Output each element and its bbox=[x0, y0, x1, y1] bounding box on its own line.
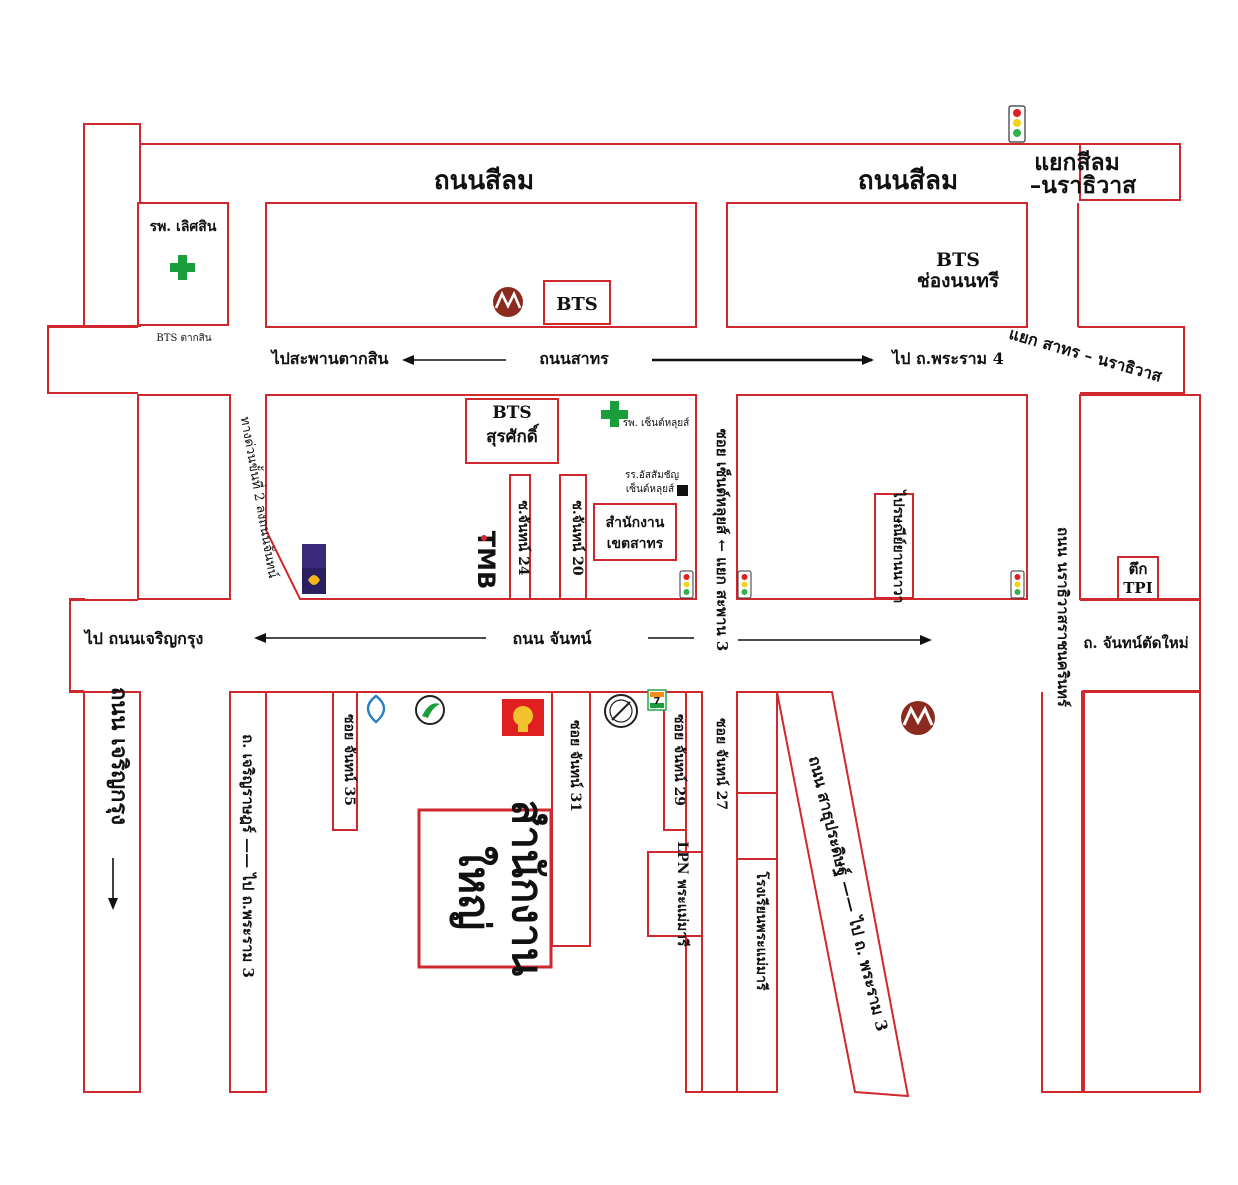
block-surasak bbox=[265, 394, 697, 600]
bts-box bbox=[543, 280, 611, 325]
bts-surasak-label-2: สุรศักดิ์ bbox=[486, 423, 540, 447]
hospital-saint-louis-label: รพ. เซ็นต์หลุยส์ bbox=[623, 415, 690, 429]
block-top-left-strip bbox=[83, 123, 141, 327]
bts-taksin-label: BTS ตากสิน bbox=[156, 333, 211, 344]
district-office-box bbox=[593, 503, 677, 561]
head-office-marker: สำนักงาน ใหญ่ bbox=[449, 800, 552, 976]
naradhiwas-road-label: ถนน นราธิวาสราชนครินทร์ bbox=[1054, 527, 1072, 708]
school-mater-dei-label: โรงเรียนพระแม่มารี bbox=[753, 870, 771, 991]
sathorn-road-mask bbox=[48, 327, 1184, 393]
traffic-light-icon bbox=[737, 570, 752, 599]
school-marker-icon bbox=[677, 485, 688, 496]
hospital-saint-louis-cross-icon bbox=[601, 401, 628, 427]
head-office-label-1: สำนักงาน bbox=[503, 800, 552, 976]
lpn-label: LPN พระแม่มารี bbox=[674, 841, 690, 947]
silom-junction-label-2: –นราธิวาส bbox=[1030, 172, 1137, 199]
bts-surasak-box bbox=[465, 398, 559, 464]
soi-saint-louis-label: ซอย เซ็นต์หลุยส์ ← แยก สะพาน 3 bbox=[712, 429, 732, 652]
soi-chan20-label: ซ.จันทน์ 20 bbox=[569, 500, 586, 576]
kasikorn-bank-logo-icon bbox=[415, 695, 445, 725]
school-assumption-label-2: เซ็นต์หลุยส์ bbox=[626, 481, 674, 495]
chan-new-road-label: ถ. จันทน์ตัดใหม่ bbox=[1083, 634, 1188, 652]
post-office-box bbox=[874, 493, 914, 599]
traffic-light-icon bbox=[1008, 105, 1026, 143]
hospital-lertsin-label: รพ. เลิศสิน bbox=[150, 219, 217, 235]
bangkok-bank-logo-icon bbox=[366, 694, 386, 724]
chan29-box bbox=[663, 691, 687, 831]
head-office-box bbox=[417, 808, 553, 969]
bts-logo-icon bbox=[901, 701, 935, 735]
soi-chan27-label: ซอย จันทน์ 27 bbox=[713, 718, 730, 810]
block-sathupradit-wedge bbox=[775, 691, 910, 1098]
block-silom-right bbox=[726, 202, 1028, 328]
government-emblem-icon bbox=[502, 699, 544, 736]
district-office-label-1: สำนักงาน bbox=[606, 515, 665, 531]
svg-text:7: 7 bbox=[654, 696, 661, 707]
tpi-label-2: TPI bbox=[1123, 579, 1152, 597]
charoenrat-road-label: ถ. เจริญราษฎร์ —— ไป ถ.พระราม 3 bbox=[239, 734, 258, 978]
silom-road-label-right: ถนนสีลม bbox=[858, 166, 958, 196]
bts-chongnonsi-label-1: BTS bbox=[936, 249, 980, 271]
school-assumption-label-1: รร.อัสสัมชัญ bbox=[625, 470, 679, 481]
bts-logo-icon bbox=[493, 287, 523, 317]
to-rama4-label: ไป ถ.พระราม 4 bbox=[890, 349, 1004, 368]
silom-junction-label-1: แยกสีลม bbox=[1034, 149, 1120, 176]
charoenkrung-road-label: ถนน เจริญกรุง bbox=[105, 687, 132, 825]
chan35-box bbox=[332, 691, 358, 831]
silom-road-label-left: ถนนสีลม bbox=[434, 166, 534, 196]
traffic-light-icon bbox=[679, 570, 694, 599]
svg-text:TMB: TMB bbox=[472, 531, 500, 590]
school-box bbox=[736, 792, 778, 860]
block-left-middle bbox=[137, 394, 231, 600]
soi-chan31-label: ซอย จันทน์ 31 bbox=[567, 720, 584, 812]
soi-chan35-label: ซอย จันทน์ 35 bbox=[341, 714, 358, 806]
tmb-logo-icon: TMB bbox=[472, 531, 500, 590]
lpn-box bbox=[647, 851, 703, 937]
chan-road-edge-left bbox=[69, 599, 138, 692]
block-naradhiwas-east bbox=[1081, 691, 1201, 1093]
traffic-light-icon bbox=[1010, 570, 1025, 599]
sathorn-road-label: ถนนสาทร bbox=[539, 349, 609, 368]
post-office-label: ไปรษณีย์ยานนาวา bbox=[890, 489, 908, 604]
to-charoenkrung-label: ไป ถนนเจริญกรุง bbox=[83, 629, 204, 649]
head-office-label-2: ใหญ่ bbox=[449, 846, 499, 930]
bank-logo-icon bbox=[302, 544, 326, 594]
seal-logo-icon bbox=[604, 694, 638, 728]
seven-eleven-logo-icon: 7 bbox=[647, 689, 667, 711]
hospital-lertsin-cross-icon bbox=[170, 255, 195, 280]
bts-label: BTS bbox=[556, 294, 598, 315]
chan-road-mask bbox=[70, 600, 1200, 691]
to-taksin-label: ไปสะพานตากสิน bbox=[270, 349, 389, 368]
district-office-label-2: เขตสาทร bbox=[607, 536, 664, 552]
block-silom-center bbox=[265, 202, 697, 328]
sathorn-road-edge-right bbox=[1078, 326, 1185, 394]
bts-surasak-label-1: BTS bbox=[492, 403, 531, 423]
tpi-box bbox=[1117, 556, 1159, 600]
soi-chan24-label: ซ.จันทน์ 24 bbox=[515, 500, 532, 576]
bts-chongnonsi-label-2: ช่องนนทรี bbox=[917, 270, 1000, 292]
soi-chan29-label: ซอย จันทน์ 29 bbox=[671, 714, 688, 806]
sathorn-road-edge-left bbox=[47, 327, 138, 394]
tpi-label-1: ตึก bbox=[1129, 560, 1148, 578]
chan-road-label: ถนน จันทน์ bbox=[513, 629, 592, 648]
